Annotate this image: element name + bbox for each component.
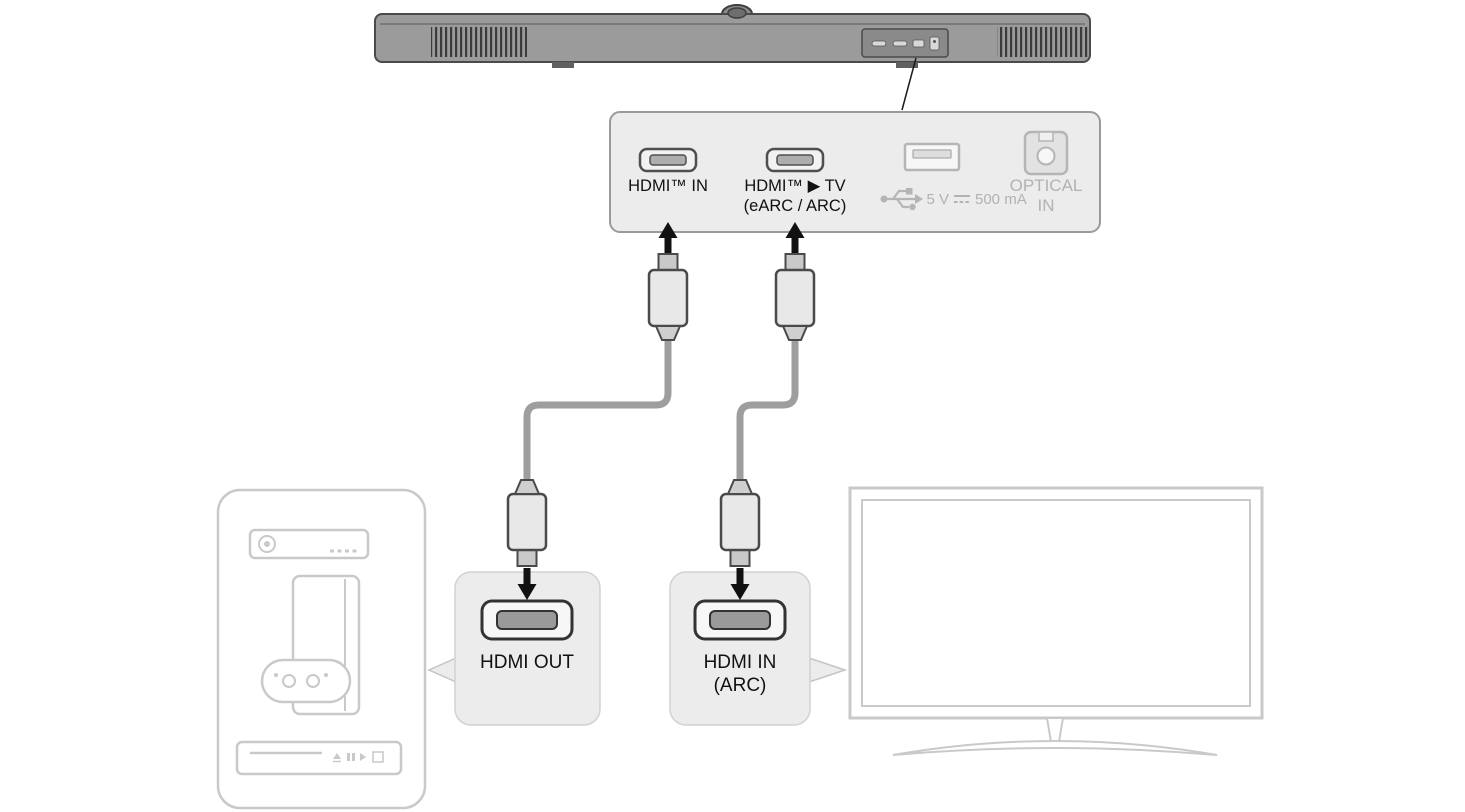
disc-player-icon — [235, 740, 403, 776]
soundbar — [374, 4, 1091, 111]
hdmi-in-port-label: HDMI™ IN — [628, 177, 708, 195]
dc-symbol-icon — [954, 195, 970, 203]
hdmi-in-arc-label-line2: (ARC) — [714, 675, 767, 696]
usb-rating-suffix-label: 500 mA — [975, 191, 1027, 208]
tv-base — [892, 740, 1218, 756]
optical-label-line2: IN — [1038, 196, 1055, 215]
hdmi-cable-left — [523, 338, 672, 482]
tv-stand — [1045, 717, 1065, 743]
soundbar-top-button-inner — [727, 7, 747, 19]
hdmi-in-arc-port-icon — [693, 599, 787, 641]
hdmi-connector-top-left — [647, 252, 689, 342]
usb-rating-prefix-label: 5 V — [926, 191, 949, 208]
rear-panel-frame — [609, 111, 1101, 233]
gamepad-icon — [260, 658, 352, 704]
hdmi-in-port-icon — [638, 147, 698, 173]
recess-port-dot — [933, 40, 936, 43]
hdmi-connector-bottom-right — [719, 478, 761, 568]
hdmi-connector-top-right — [774, 252, 816, 342]
hdmi-in-arc-label-line1: HDMI IN — [704, 652, 777, 673]
zoom-callout-line — [901, 57, 917, 111]
rear-panel-zoom: HDMI™ IN HDMI™ ▶ TV (eARC / ARC) 5 V 500… — [609, 111, 1101, 233]
hdmi-out-port-icon — [480, 599, 574, 641]
optical-port-icon — [1023, 130, 1069, 176]
callout-pointer-left — [427, 657, 457, 683]
tv-group — [848, 486, 1264, 756]
speaker-grille-right — [997, 27, 1089, 57]
tv-screen — [861, 499, 1251, 707]
usb-trident-icon — [880, 188, 923, 211]
hdmi-tv-port-icon — [765, 147, 825, 173]
hdmi-out-callout: HDMI OUT — [427, 571, 601, 726]
usb-port-icon — [903, 142, 961, 172]
recess-usb-port-icon — [912, 39, 925, 48]
hdmi-out-label: HDMI OUT — [480, 652, 574, 673]
set-top-box-icon — [248, 528, 370, 560]
rear-port-recess — [861, 28, 949, 58]
recess-optical-port-icon — [929, 36, 940, 51]
soundbar-foot-left — [552, 62, 574, 68]
hdmi-tv-port-sublabel: (eARC / ARC) — [744, 197, 847, 215]
hdmi-in-arc-callout: HDMI IN (ARC) — [669, 571, 848, 726]
hdmi-tv-port-label: HDMI™ ▶ TV — [744, 177, 845, 195]
recess-hdmi-port-icon — [871, 40, 887, 47]
hdmi-cable-right — [736, 338, 799, 482]
recess-hdmi-port-icon — [892, 40, 908, 47]
callout-pointer-right — [808, 657, 848, 683]
speaker-grille-left — [431, 27, 527, 57]
hdmi-connector-bottom-left — [506, 478, 548, 568]
source-devices-group — [216, 488, 427, 810]
soundbar-foot-right — [896, 62, 918, 68]
optical-label-line1: OPTICAL — [1010, 176, 1083, 195]
